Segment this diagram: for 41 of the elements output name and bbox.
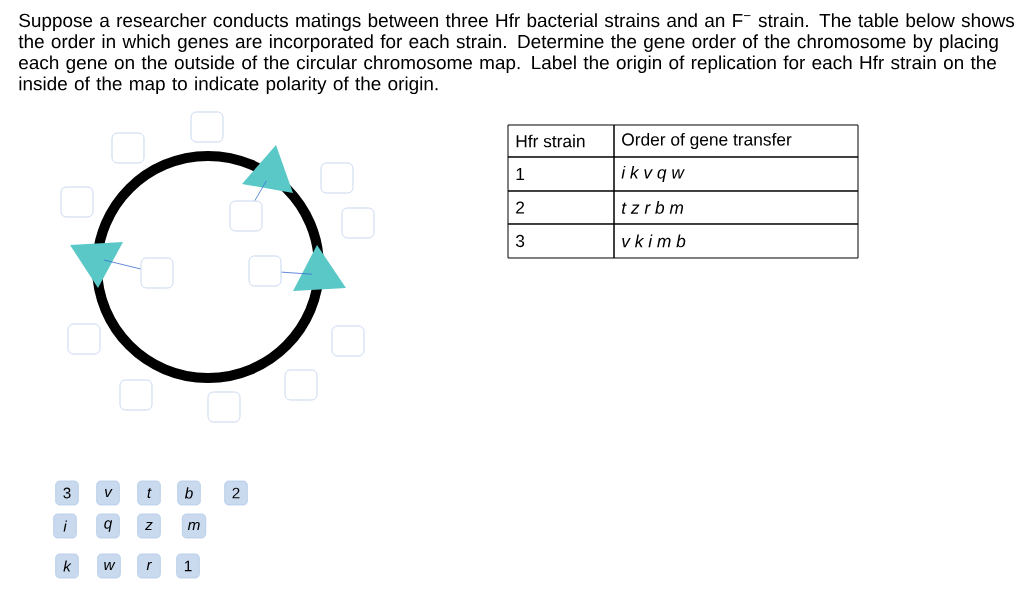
table-cell: v k i m b: [613, 223, 859, 259]
gene-tile: 3: [55, 480, 79, 506]
answer-box: [229, 200, 263, 232]
answer-box: [320, 162, 354, 194]
answer-box: [331, 325, 365, 357]
answer-box: [341, 207, 375, 239]
gene-tile: z: [137, 513, 161, 539]
table-cell: t z r b m: [613, 190, 859, 225]
gene-tile: 2: [224, 480, 248, 506]
answer-box: [284, 369, 318, 401]
origin-arrowhead: [293, 245, 346, 291]
answer-box: [67, 323, 101, 355]
table-cell: 1: [507, 156, 615, 192]
table-cell: Hfr strain: [507, 124, 615, 158]
answer-box: [207, 391, 241, 423]
gene-tile: w: [97, 553, 121, 579]
answer-box: [190, 111, 224, 143]
table-cell: 3: [507, 223, 615, 259]
gene-tile: i: [53, 513, 77, 539]
gene-tile: m: [181, 513, 207, 539]
table-cell: 2: [507, 190, 615, 225]
origin-arrowhead: [70, 242, 123, 288]
gene-tile: b: [177, 480, 201, 506]
answer-box: [60, 186, 94, 218]
gene-tile: q: [96, 513, 120, 539]
leader-line: [103, 259, 141, 270]
gene-tile: r: [137, 553, 161, 579]
question-text: Suppose a researcher conducts matings between three Hfr bacterial strains and an F$^{−}$ strain. The table below shows the order in which genes are incorporated for each strain. Determine the gene order of the chromosome by placing each gene on the outside of the circular chromosome map. Label the origin of replication for each Hfr strain on the inside of the map to indicate polarity of the origin.: [18, 13, 1015, 95]
gene-tile: t: [137, 480, 161, 506]
leader-line: [281, 271, 313, 275]
leader-line: [254, 180, 267, 201]
gene-tile: v: [96, 480, 120, 506]
gene-tile: k: [55, 553, 79, 579]
table-cell: i k v q w: [613, 156, 859, 192]
gene-tile: 1: [176, 553, 200, 579]
table-cell: Order of gene transfer: [613, 124, 859, 158]
answer-box: [248, 255, 282, 287]
answer-box: [119, 379, 153, 411]
answer-box: [140, 257, 174, 289]
answer-box: [111, 132, 145, 164]
origin-arrowhead: [242, 145, 293, 193]
